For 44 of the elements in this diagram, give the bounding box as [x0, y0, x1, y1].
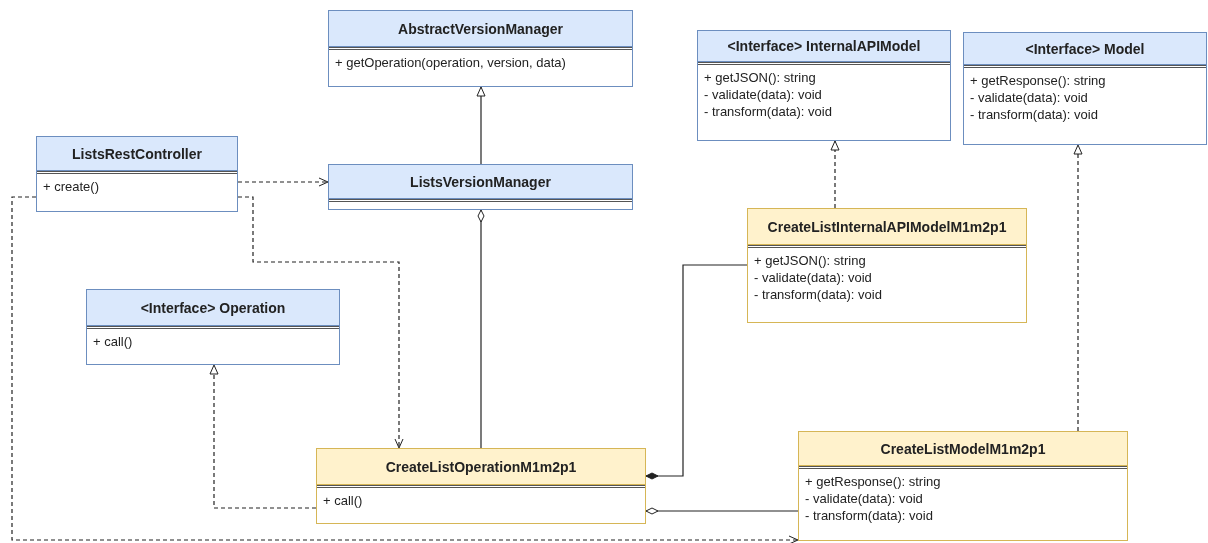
class-member: - transform(data): void [805, 507, 933, 524]
class-member: - transform(data): void [704, 103, 832, 120]
realization-arrow [209, 364, 317, 509]
class-member: + getJSON(): string [704, 69, 816, 86]
class-box [798, 431, 1128, 541]
composition-line [645, 264, 748, 480]
class-member: + call() [93, 333, 133, 350]
class-member: + getResponse(): string [805, 473, 941, 490]
class-box [86, 289, 340, 365]
class-name: CreateListInternalAPIModelM1m2p1 [748, 209, 1026, 245]
dependency-arrow [237, 196, 404, 449]
class-box [963, 32, 1207, 145]
aggregation-line [645, 507, 799, 515]
class-box [747, 208, 1027, 323]
class-name: AbstractVersionManager [329, 11, 632, 47]
class-member: + create() [43, 178, 99, 195]
class-member: + getOperation(operation, version, data) [335, 54, 566, 71]
class-member: + call() [323, 492, 363, 509]
dependency-arrow [237, 177, 329, 187]
class-box [328, 10, 633, 87]
class-name: ListsRestController [37, 137, 237, 171]
class-name: CreateListModelM1m2p1 [799, 432, 1127, 466]
class-member: + getResponse(): string [970, 72, 1106, 89]
class-member: - validate(data): void [805, 490, 923, 507]
class-name: <Interface> Operation [87, 290, 339, 326]
class-member: + getJSON(): string [754, 252, 866, 269]
dependency-arrow [11, 196, 799, 543]
realization-arrow [830, 140, 840, 209]
class-box [316, 448, 646, 524]
class-name: <Interface> InternalAPIModel [698, 31, 950, 62]
generalization-arrow [476, 86, 486, 165]
class-name: ListsVersionManager [329, 165, 632, 199]
class-member: - transform(data): void [970, 106, 1098, 123]
class-member: - validate(data): void [754, 269, 872, 286]
class-name: CreateListOperationM1m2p1 [317, 449, 645, 485]
class-box [328, 164, 633, 210]
realization-arrow [1073, 144, 1083, 432]
class-member: - transform(data): void [754, 286, 882, 303]
class-member: - validate(data): void [704, 86, 822, 103]
class-box [36, 136, 238, 212]
class-name: <Interface> Model [964, 33, 1206, 65]
class-member: - validate(data): void [970, 89, 1088, 106]
class-box [697, 30, 951, 141]
aggregation-line [477, 209, 485, 449]
